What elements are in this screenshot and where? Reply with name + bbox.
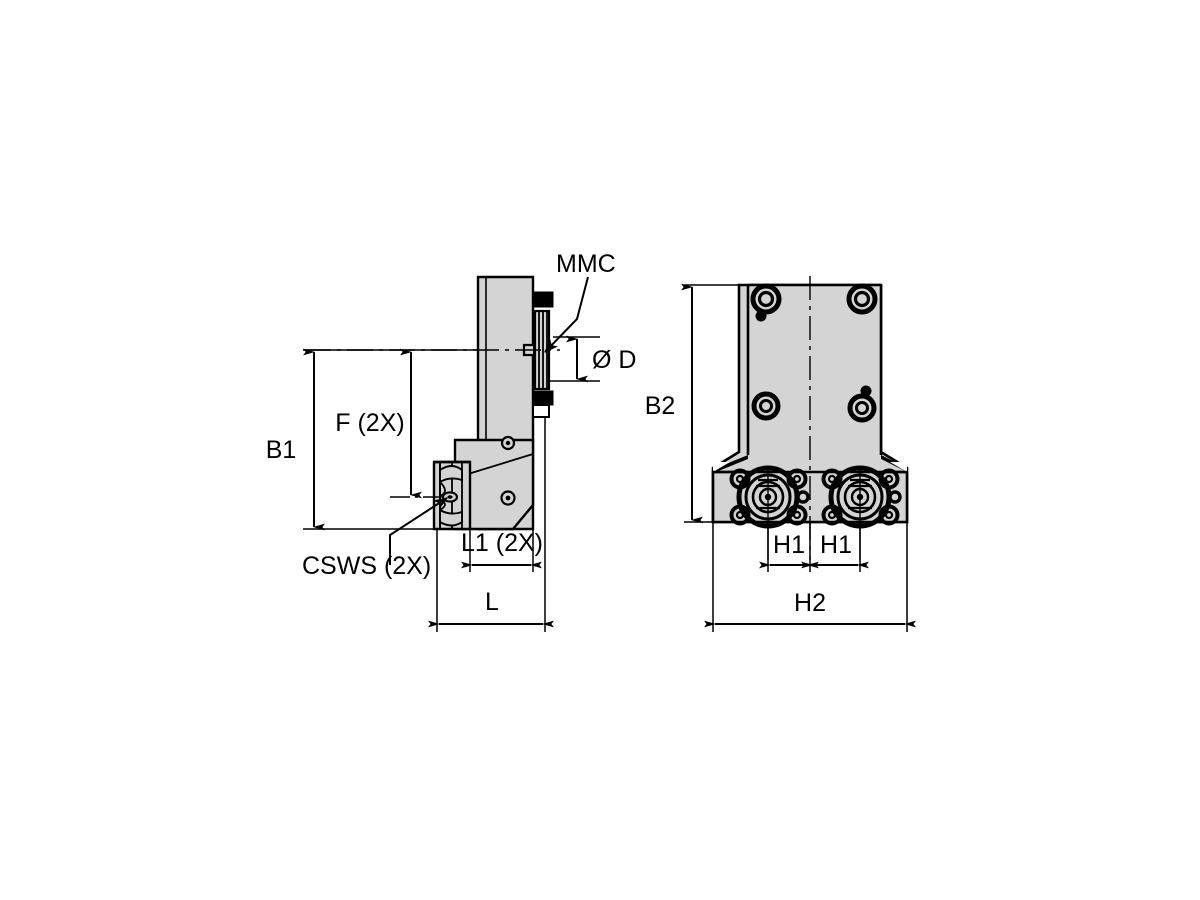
mmc-step-block	[532, 404, 550, 418]
label-csws: CSWS (2X)	[302, 552, 431, 580]
shank-hole-top-left-inner	[757, 290, 775, 308]
mmc-lower-pad	[532, 390, 554, 406]
right-screw-tl-bore	[827, 474, 837, 484]
upper-screw-boss-center	[505, 440, 511, 446]
right-screw-bl	[821, 504, 843, 526]
right-screw-br-bore	[884, 510, 894, 520]
dim-label-h2: H2	[794, 589, 826, 617]
left-screw-bl-bore	[735, 510, 745, 520]
csws-leader-line	[389, 497, 448, 565]
shank-hole-mid-left-outer	[751, 391, 781, 421]
right-screw-tr-bore	[884, 474, 894, 484]
insert-mid-arc-upper	[439, 481, 446, 497]
lower-screw-boss-center	[505, 495, 511, 501]
label-mmc: MMC	[556, 250, 616, 278]
front-left-shoulder	[716, 455, 748, 472]
dim-label-l1: L1 (2X)	[461, 529, 543, 557]
lower-insert-seat	[439, 508, 463, 527]
left-screw-br-bore	[792, 510, 802, 520]
shank-pin-mid-right	[860, 385, 872, 397]
right-screw-tr	[878, 468, 900, 490]
shank-hole-mid-right-outer	[847, 393, 877, 423]
side-view-group: B1 F (2X) Ø D MMC CSWS (2X) L1 (2X) L	[266, 250, 636, 632]
right-screw-br	[878, 504, 900, 526]
shank-hole-mid-right-inner	[855, 401, 869, 415]
upper-insert-seat	[439, 465, 463, 484]
dim-label-b1: B1	[266, 436, 297, 464]
left-coolant-hole	[796, 490, 810, 504]
front-head-right-chamfer-mask	[890, 462, 907, 472]
left-insert-cluster	[729, 465, 810, 560]
clamp-screw-center	[447, 495, 453, 499]
left-screw-tr	[786, 468, 808, 490]
right-screw-tl	[821, 468, 843, 490]
left-screw-tr-bore	[792, 474, 802, 484]
dim-label-l: L	[485, 588, 499, 616]
front-view-shank-fill	[748, 285, 881, 455]
front-view-group: B2 H1 H1 H2	[645, 276, 916, 632]
right-screw-bl-bore	[827, 510, 837, 520]
dim-label-h1-left: H1	[773, 531, 805, 559]
shank-hole-top-right-inner	[853, 290, 871, 308]
shank-hole-top-right-outer	[846, 283, 878, 315]
mmc-leader-line	[544, 276, 589, 353]
left-screw-br	[786, 504, 808, 526]
shank-hole-mid-left-inner	[759, 399, 773, 413]
dim-label-diameter-d: Ø D	[592, 346, 636, 374]
left-screw-tl-bore	[735, 474, 745, 484]
left-screw-tl	[729, 468, 751, 490]
right-coolant-hole	[888, 490, 902, 504]
mmc-upper-pad	[532, 291, 554, 308]
shank-hole-top-left-outer	[750, 283, 782, 315]
dim-label-b2: B2	[645, 392, 676, 420]
dim-label-h1-right: H1	[820, 531, 852, 559]
dim-label-f: F (2X)	[335, 409, 404, 437]
shank-pin-top-left	[755, 310, 767, 322]
front-head-left-chamfer-mask	[713, 462, 730, 472]
left-screw-bl	[729, 504, 751, 526]
